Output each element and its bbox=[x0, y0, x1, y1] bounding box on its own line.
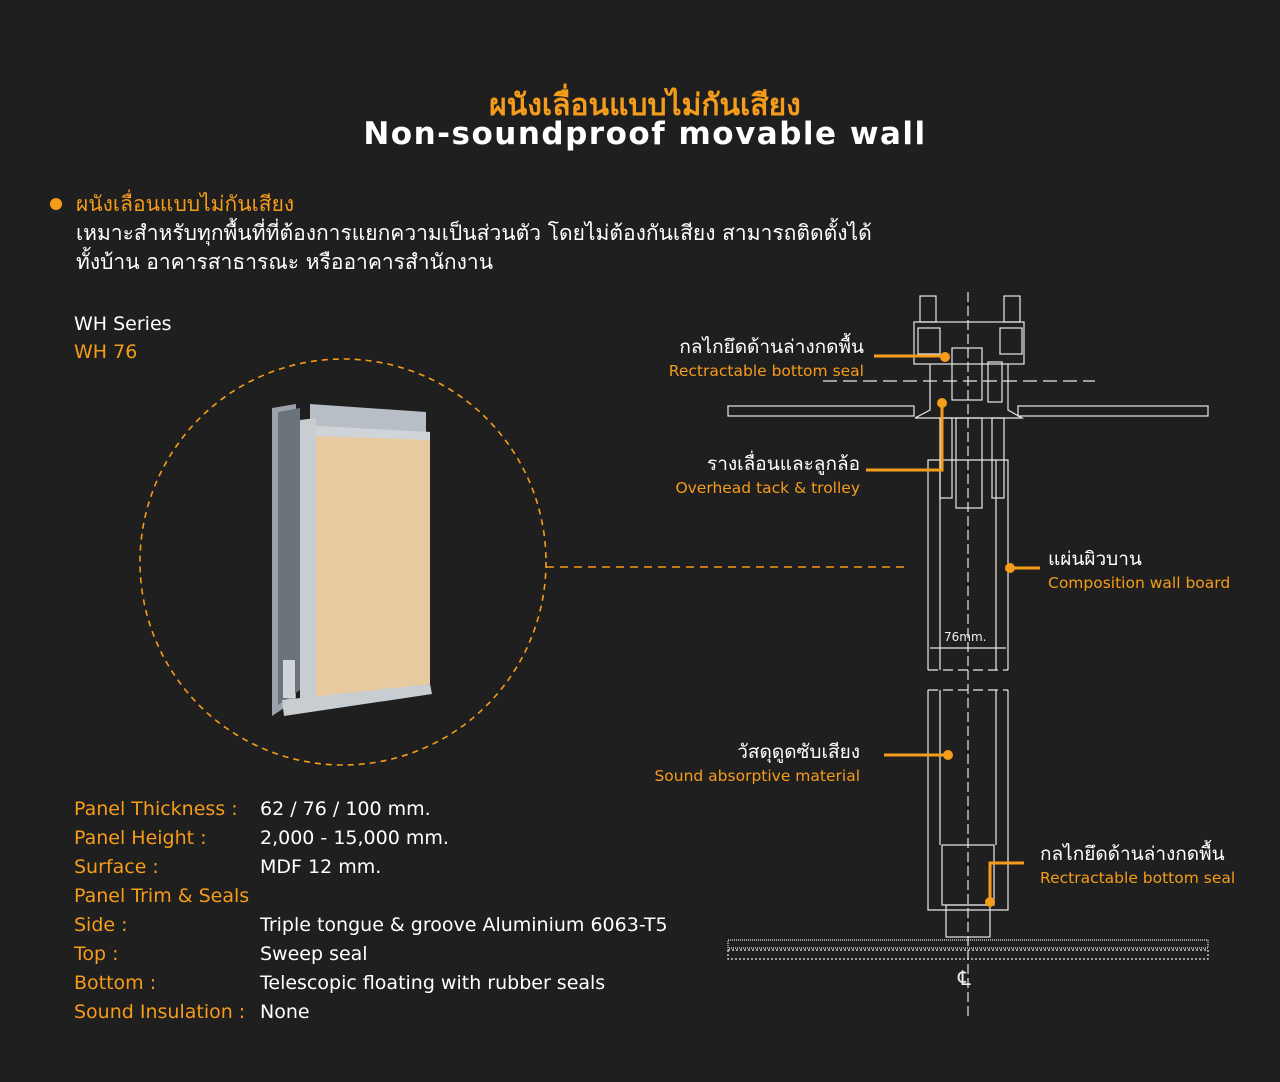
spec-label: Panel Trim & Seals bbox=[74, 885, 250, 907]
wood-surface bbox=[316, 426, 430, 704]
callout-en: Sound absorptive material bbox=[654, 767, 860, 785]
ceiling-right bbox=[1017, 405, 1209, 417]
callout-en: Rectractable bottom seal bbox=[1040, 869, 1236, 887]
spec-label: Sound Insulation : bbox=[74, 1001, 246, 1023]
callout-bottom-seal-top: กลไกยึดด้านล่างกดพื้น Rectractable botto… bbox=[669, 332, 864, 380]
callout-bottom-seal: กลไกยึดด้านล่างกดพื้น Rectractable botto… bbox=[1040, 839, 1235, 887]
callout-th: กลไกยึดด้านล่างกดพื้น bbox=[1040, 843, 1225, 865]
panel-edge-trim bbox=[300, 418, 316, 706]
spec-label: Panel Height : bbox=[74, 827, 207, 849]
series-model: WH 76 bbox=[74, 341, 138, 363]
spec-value: 2,000 - 15,000 mm. bbox=[260, 827, 449, 849]
spec-label: Side : bbox=[74, 914, 128, 936]
spec-value: Triple tongue & groove Aluminium 6063-T5 bbox=[260, 914, 668, 936]
bullet-icon bbox=[50, 198, 62, 210]
spec-value: Sweep seal bbox=[260, 943, 368, 965]
callout-th: กลไกยึดด้านล่างกดพื้น bbox=[679, 336, 864, 358]
detail-circle bbox=[139, 358, 547, 766]
centerline-symbol: ℄ bbox=[958, 966, 971, 990]
spec-label: Bottom : bbox=[74, 972, 157, 994]
callout-en: Composition wall board bbox=[1048, 574, 1231, 592]
spec-label: Panel Thickness : bbox=[74, 798, 238, 820]
callout-overhead-track: รางเลื่อนและลูกล้อ Overhead tack & troll… bbox=[675, 449, 860, 497]
callout-th: วัสดุดูดซับเสียง bbox=[737, 741, 860, 763]
callout-en: Overhead tack & trolley bbox=[675, 479, 860, 497]
series-name: WH Series bbox=[74, 313, 172, 335]
title-english: Non-soundproof movable wall bbox=[363, 116, 927, 152]
title-thai: ผนังเลื่อนแบบไม่กันเสียง bbox=[489, 88, 801, 123]
bottom-seal bbox=[282, 684, 432, 716]
callout-absorptive: วัสดุดูดซับเสียง Sound absorptive materi… bbox=[654, 737, 860, 785]
intro-line-2: ทั้งบ้าน อาคารสาธารณะ หรืออาคารสำนักงาน bbox=[76, 250, 494, 274]
callout-th: แผ่นผิวบาน bbox=[1048, 548, 1142, 570]
spec-value: 62 / 76 / 100 mm. bbox=[260, 798, 431, 820]
spec-value: None bbox=[260, 1001, 310, 1023]
spec-label: Top : bbox=[74, 943, 119, 965]
callout-wall-board: แผ่นผิวบาน Composition wall board bbox=[1048, 544, 1230, 592]
spec-label: Surface : bbox=[74, 856, 159, 878]
callout-en: Rectractable bottom seal bbox=[668, 362, 864, 380]
floor-hatch bbox=[727, 939, 1209, 949]
intro-line-1: เหมาะสำหรับทุกพื้นที่ที่ต้องการแยกความเป… bbox=[76, 221, 872, 245]
callout-th: รางเลื่อนและลูกล้อ bbox=[707, 453, 860, 475]
ceiling-left bbox=[727, 405, 915, 417]
dimension-label: 76mm. bbox=[944, 630, 987, 644]
intro-heading: ผนังเลื่อนแบบไม่กันเสียง bbox=[76, 192, 295, 216]
spec-value: Telescopic floating with rubber seals bbox=[260, 972, 606, 994]
spec-value: MDF 12 mm. bbox=[260, 856, 382, 878]
